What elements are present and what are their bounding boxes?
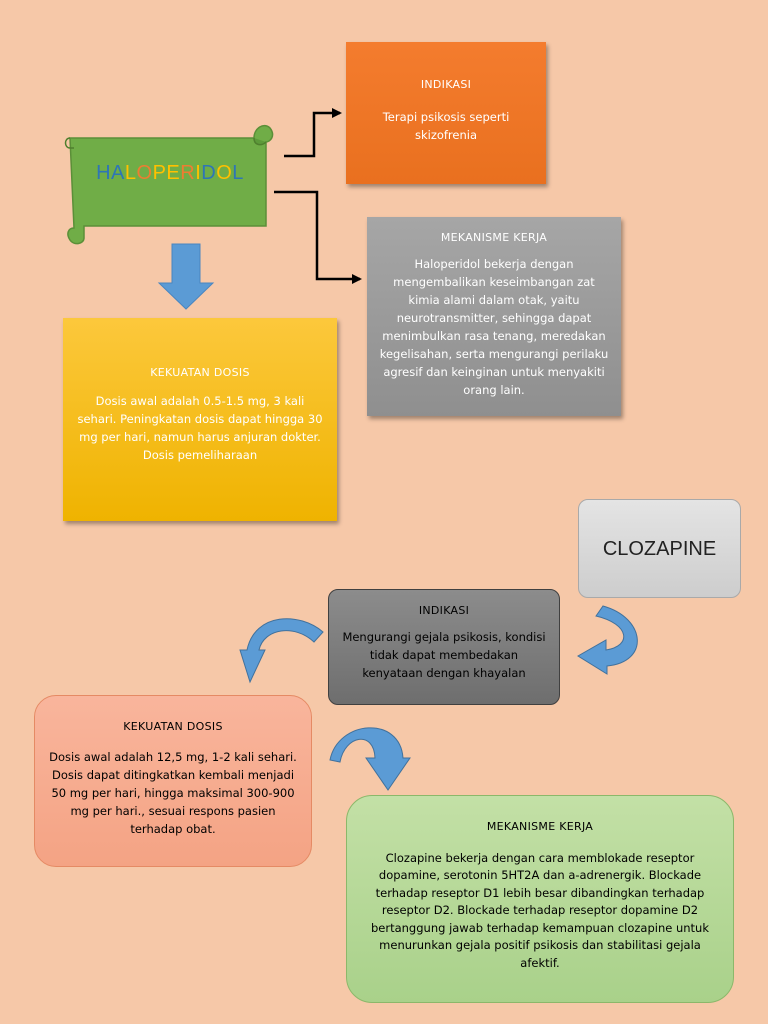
clozapine-mekanisme-title: MEKANISME KERJA — [486, 820, 594, 833]
haloperidol-indikasi-text: Terapi psikosis seperti skizofrenia — [382, 110, 510, 142]
curved-arrow-icon-middle — [329, 727, 411, 791]
haloperidol-indikasi-title: INDIKASI — [420, 78, 472, 91]
haloperidol-title-letter: P — [152, 162, 167, 184]
clozapine-indikasi-text: Mengurangi gejala psikosis, kondisi tida… — [342, 630, 546, 680]
haloperidol-mekanisme-title: MEKANISME KERJA — [440, 231, 548, 244]
haloperidol-title-letter: A — [111, 162, 125, 184]
haloperidol-kekuatan-title: KEKUATAN DOSIS — [150, 366, 250, 379]
haloperidol-title-letter: L — [124, 162, 137, 184]
curved-arrow-icon-right — [577, 605, 638, 675]
clozapine-kekuatan-title: KEKUATAN DOSIS — [123, 720, 223, 733]
haloperidol-title-letter: O — [136, 162, 153, 184]
haloperidol-title-letter: I — [195, 162, 202, 184]
haloperidol-title-letter: L — [232, 162, 244, 184]
clozapine-indikasi-box: INDIKASI Mengurangi gejala psikosis, kon… — [328, 589, 560, 705]
haloperidol-title-letter: D — [201, 162, 217, 184]
haloperidol-title: HALOPERIDOL — [72, 162, 268, 185]
haloperidol-title-letter: H — [96, 162, 112, 184]
clozapine-mekanisme-text: Clozapine bekerja dengan cara memblokade… — [370, 850, 710, 970]
haloperidol-title-letter: R — [180, 162, 196, 184]
clozapine-indikasi-title: INDIKASI — [418, 604, 470, 617]
clozapine-kekuatan-text: Dosis awal adalah 12,5 mg, 1-2 kali seha… — [49, 750, 297, 836]
haloperidol-title-letter: O — [216, 162, 233, 184]
connector-to-mekanisme — [274, 190, 362, 284]
haloperidol-mekanisme-box: MEKANISME KERJA Haloperidol bekerja deng… — [367, 217, 621, 416]
haloperidol-scroll-banner — [64, 124, 274, 245]
curved-arrow-icon-left — [239, 618, 324, 684]
down-arrow-icon — [157, 243, 215, 310]
connector-to-indikasi — [284, 108, 342, 158]
haloperidol-title-letter: E — [166, 162, 181, 184]
haloperidol-kekuatan-text: Dosis awal adalah 0.5-1.5 mg, 3 kali seh… — [77, 394, 323, 462]
clozapine-mekanisme-box: MEKANISME KERJA Clozapine bekerja dengan… — [346, 795, 734, 1003]
haloperidol-mekanisme-text: Haloperidol bekerja dengan mengembalikan… — [379, 257, 609, 397]
clozapine-title: CLOZAPINE — [602, 537, 717, 560]
clozapine-kekuatan-box: KEKUATAN DOSIS Dosis awal adalah 12,5 mg… — [34, 695, 312, 867]
clozapine-title-box: CLOZAPINE — [578, 499, 741, 598]
haloperidol-indikasi-box: INDIKASI Terapi psikosis seperti skizofr… — [346, 42, 546, 184]
haloperidol-kekuatan-box: KEKUATAN DOSIS Dosis awal adalah 0.5-1.5… — [63, 318, 337, 521]
